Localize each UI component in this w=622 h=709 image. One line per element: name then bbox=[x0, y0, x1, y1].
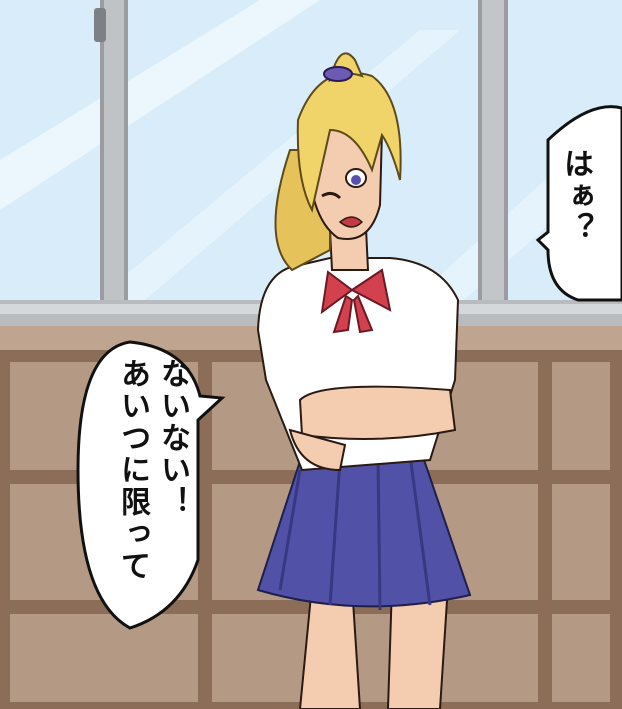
speech-text-right: はぁ？ bbox=[558, 148, 593, 244]
speech-left-line-2: あいつに限って bbox=[115, 358, 150, 582]
speech-bubble-left bbox=[76, 340, 226, 630]
schoolgirl-character bbox=[256, 52, 472, 709]
speech-left-line-1: ないない！ bbox=[155, 358, 190, 518]
speech-text-left: ないない！ あいつに限って bbox=[112, 358, 192, 582]
speech-bubble-right bbox=[535, 105, 622, 302]
